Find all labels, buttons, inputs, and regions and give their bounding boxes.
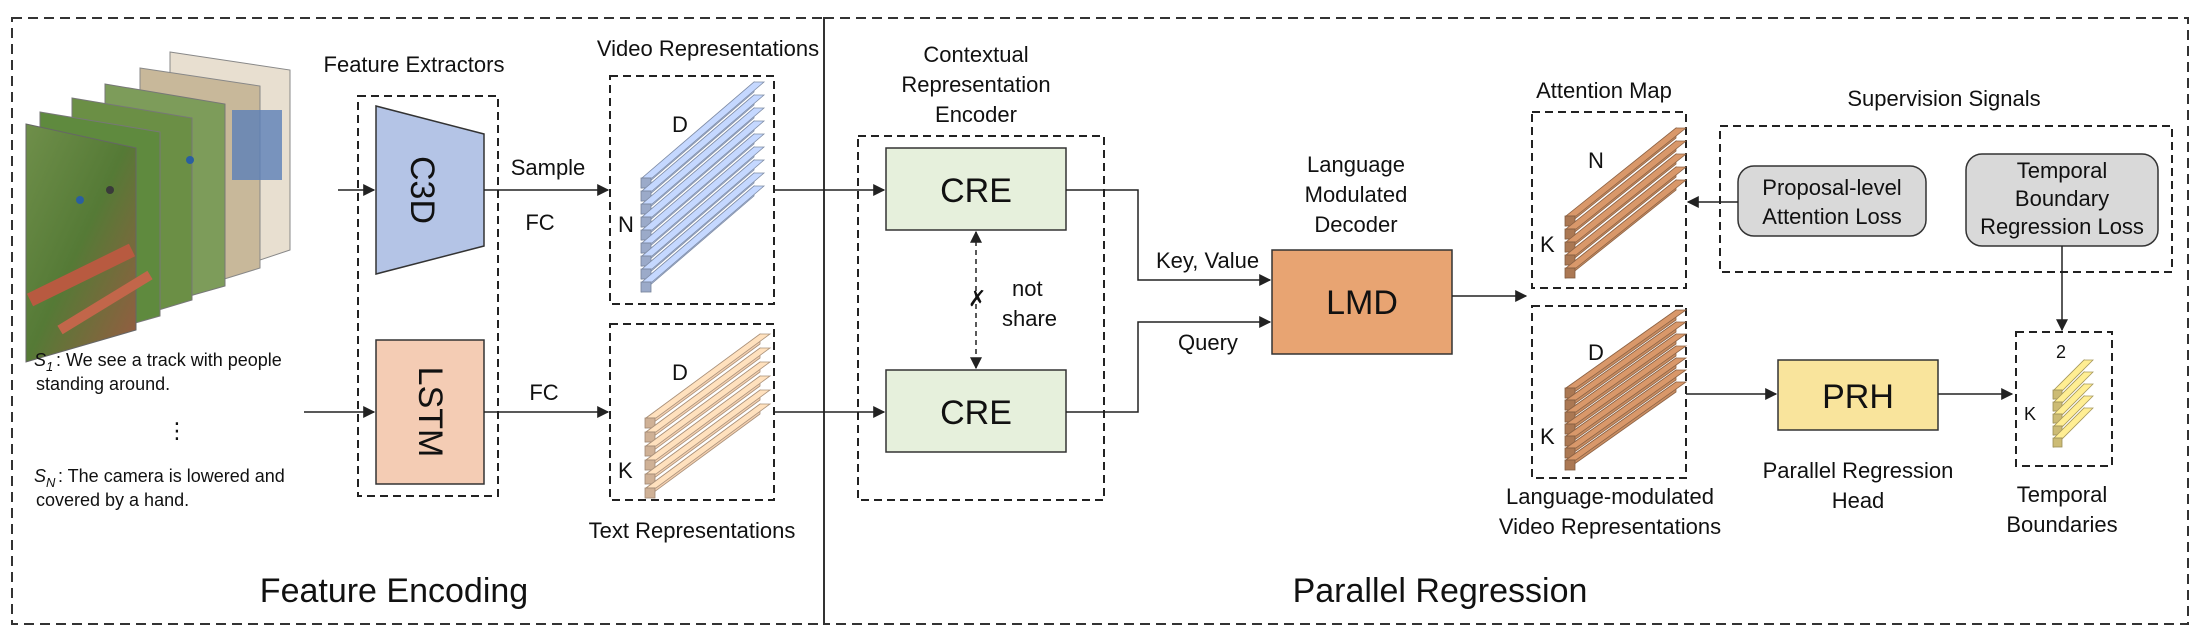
cre-encoder-frame	[857, 135, 1105, 501]
attention-map-bars	[1564, 127, 1688, 279]
boundary-bar-end	[2052, 437, 2063, 448]
cre-encoder-title-2: Representation	[901, 72, 1050, 97]
lm-video-repr-bars	[1564, 309, 1688, 471]
boundaries-bars	[2052, 359, 2094, 448]
prh-box	[1777, 359, 1939, 431]
edge-sample: Sample	[511, 155, 586, 180]
text-dim-k: K	[618, 458, 633, 483]
lm-dim-d: D	[1588, 340, 1604, 365]
text-bar-end	[644, 445, 656, 457]
text-bar-end	[644, 487, 656, 499]
video-frames-image	[25, 51, 291, 363]
decoder-title-2: Modulated	[1305, 182, 1408, 207]
attn-dim-n: N	[1588, 148, 1604, 173]
loss2-line1: Temporal	[2017, 158, 2107, 183]
video-bar-end	[640, 281, 652, 293]
text-bar-end	[644, 417, 656, 429]
caption-sn-line1: : The camera is lowered and	[58, 466, 285, 486]
bd-dim-2: 2	[2056, 342, 2066, 362]
parallel-regression-frame	[823, 17, 2189, 625]
boundaries-frame	[2015, 331, 2113, 467]
video-dim-d: D	[672, 112, 688, 137]
attention-map-frame	[1531, 111, 1687, 289]
attn-dim-k: K	[1540, 232, 1555, 257]
cre-encoder-title-3: Encoder	[935, 102, 1017, 127]
video-repr-title: Video Representations	[597, 36, 819, 61]
lm-video-repr-title-2: Video Representations	[1499, 514, 1721, 539]
caption-s1-symbol: S1	[34, 350, 53, 374]
attention-map-title: Attention Map	[1536, 78, 1672, 103]
cre-top-label: CRE	[940, 172, 1012, 210]
proposal-attention-loss-box	[1737, 165, 1927, 237]
text-bar-end	[644, 431, 656, 443]
caption-sn-line2: covered by a hand.	[36, 490, 189, 510]
c3d-label: C3D	[403, 156, 441, 224]
caption-s1-line2: standing around.	[36, 374, 170, 394]
not-share-cross: ✗	[968, 286, 986, 311]
arrow-query	[1066, 316, 1272, 413]
lm-video-repr-title-1: Language-modulated	[1506, 484, 1714, 509]
video-repr-bars	[640, 81, 766, 293]
feature-extractors-group	[357, 95, 499, 497]
boundaries-title-1: Temporal	[2017, 482, 2107, 507]
text-dim-d: D	[672, 360, 688, 385]
edge-fc-text: FC	[529, 380, 558, 405]
edge-fc-video: FC	[525, 210, 554, 235]
cre-bottom-label: CRE	[940, 394, 1012, 432]
lmd-label: LMD	[1326, 284, 1398, 322]
boundaries-title-2: Boundaries	[2006, 512, 2117, 537]
loss1-line1: Proposal-level	[1762, 175, 1901, 200]
edge-key-value: Key, Value	[1156, 248, 1259, 273]
text-repr-bars	[644, 333, 772, 499]
video-dim-n: N	[618, 212, 634, 237]
section-parallel-regression: Parallel Regression	[1293, 572, 1588, 610]
loss1-line2: Attention Loss	[1762, 204, 1901, 229]
lmd-box	[1271, 249, 1453, 355]
lstm-label: LSTM	[411, 367, 449, 458]
feature-encoding-frame	[11, 17, 825, 625]
lm-video-bar-end	[1564, 459, 1576, 471]
edge-query: Query	[1178, 330, 1238, 355]
caption-sn-symbol: SN	[34, 466, 56, 490]
c3d-block	[375, 105, 485, 275]
cre-encoder-title-1: Contextual	[923, 42, 1028, 67]
prh-title-2: Head	[1832, 488, 1885, 513]
prh-title-1: Parallel Regression	[1763, 458, 1954, 483]
text-repr-title: Text Representations	[589, 518, 796, 543]
loss2-line3: Regression Loss	[1980, 214, 2144, 239]
arrow-key-value	[1066, 189, 1272, 286]
decoder-title-3: Decoder	[1314, 212, 1397, 237]
edge-share: share	[1002, 306, 1057, 331]
lm-video-repr-frame	[1531, 305, 1687, 479]
feature-extractors-title: Feature Extractors	[324, 52, 505, 77]
loss2-line2: Boundary	[2015, 186, 2109, 211]
supervision-frame	[1719, 125, 2173, 273]
lstm-block	[375, 339, 485, 485]
attention-bar-end	[1564, 267, 1576, 279]
bd-dim-k: K	[2024, 404, 2036, 424]
text-bar-end	[644, 473, 656, 485]
cre-top-box	[885, 147, 1067, 231]
text-bar-end	[644, 459, 656, 471]
prh-label: PRH	[1822, 378, 1894, 416]
caption-ellipsis: ⋮	[166, 418, 188, 443]
edge-not: not	[1012, 276, 1043, 301]
section-feature-encoding: Feature Encoding	[260, 572, 528, 610]
supervision-title: Supervision Signals	[1847, 86, 2040, 111]
caption-s1-line1: : We see a track with people	[56, 350, 282, 370]
cre-bottom-box	[885, 369, 1067, 453]
lm-dim-k: K	[1540, 424, 1555, 449]
decoder-title-1: Language	[1307, 152, 1405, 177]
